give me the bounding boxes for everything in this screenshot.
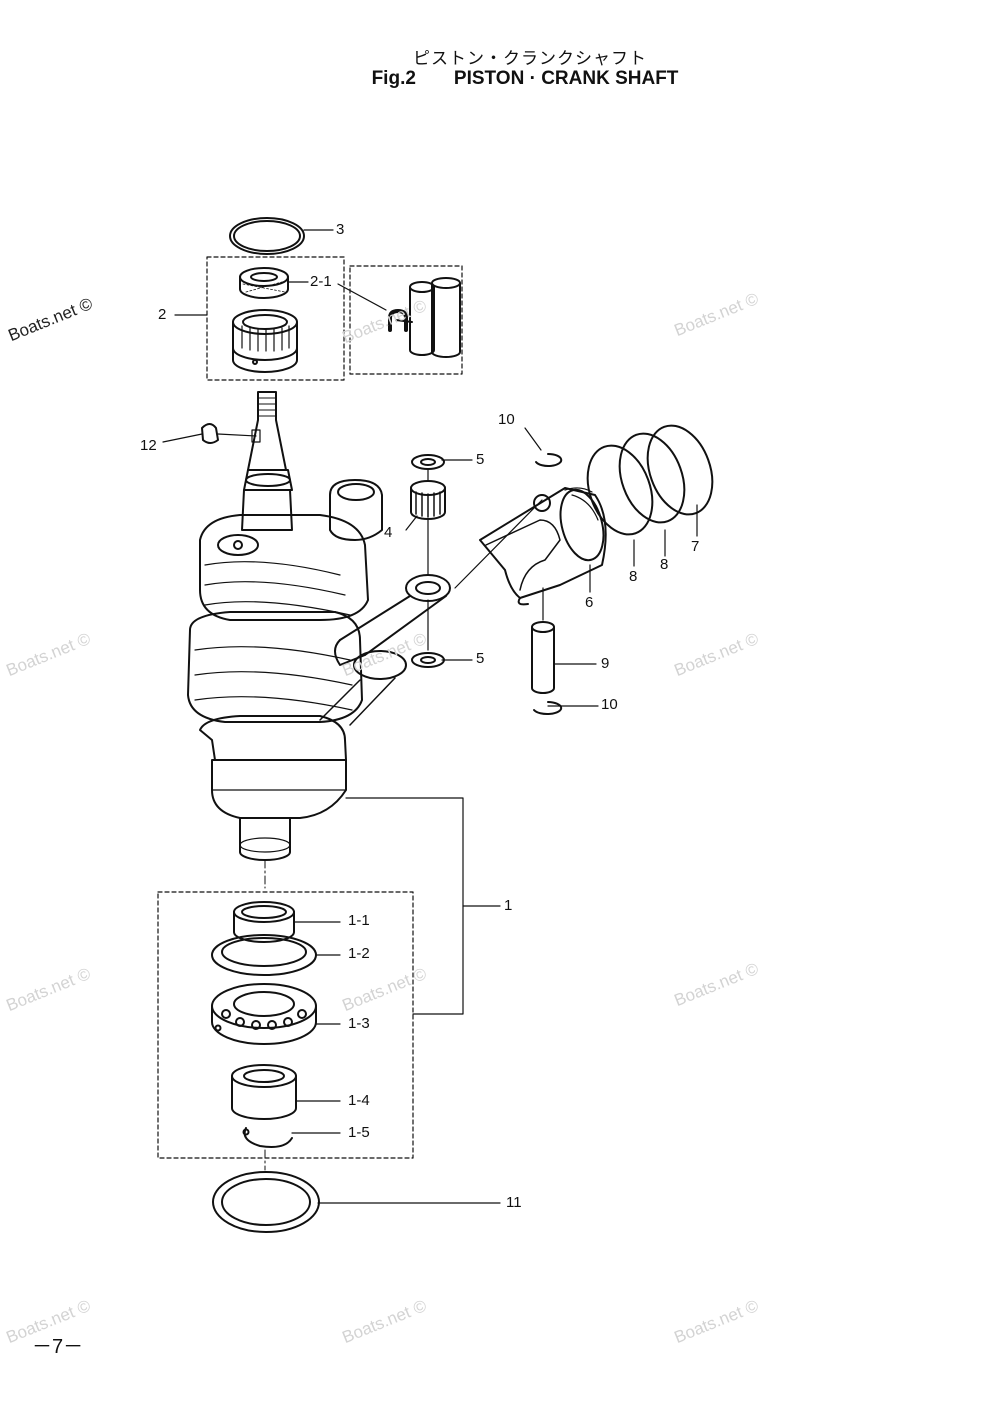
part-4-needle-bearing: [410, 480, 446, 520]
part-3-oring: [229, 217, 305, 255]
callout-10-upper: 10: [498, 411, 515, 428]
callout-1-5: 1-5: [348, 1124, 370, 1141]
part-5-washer-lower: [411, 652, 445, 668]
callout-1-3: 1-3: [348, 1015, 370, 1032]
figure-number: Fig.2: [371, 68, 416, 89]
callout-6: 6: [585, 594, 594, 611]
tool-inset: [388, 277, 461, 358]
part-10-clip-lower: [533, 701, 563, 715]
callout-4: 4: [384, 524, 393, 541]
callout-1: 1: [504, 897, 513, 914]
leader-lines: [162, 229, 698, 1204]
callout-1-2: 1-2: [348, 945, 370, 962]
part-1-5-snap-ring: [242, 1127, 293, 1148]
part-8-ring-a: [618, 432, 686, 524]
callout-12: 12: [140, 437, 157, 454]
part-10-clip-upper: [535, 452, 563, 467]
callout-1-4: 1-4: [348, 1092, 370, 1109]
part-6-piston: [479, 487, 607, 606]
callout-8-a: 8: [629, 568, 638, 585]
callout-8-b: 8: [660, 556, 669, 573]
part-7-ring: [646, 424, 714, 516]
part-11-washer: [212, 1171, 320, 1233]
callout-5-upper: 5: [476, 451, 485, 468]
part-8-ring-b: [586, 444, 654, 536]
figure-title: Fig.2 PISTON · CRANK SHAFT: [0, 68, 1000, 90]
part-12-key: [201, 423, 219, 444]
group-box-tool: [349, 265, 463, 375]
callout-10-lower: 10: [601, 696, 618, 713]
callout-7: 7: [691, 538, 700, 555]
callout-1-1: 1-1: [348, 912, 370, 929]
part-5-washer-upper: [411, 454, 445, 470]
callout-5-lower: 5: [476, 650, 485, 667]
callout-9: 9: [601, 655, 610, 672]
page-number: －7－: [32, 1336, 84, 1358]
callout-2-1: 2-1: [310, 273, 332, 290]
group-box-1: [157, 891, 414, 1159]
part-2-bearing: [232, 309, 298, 373]
part-1-4-roller-bearing: [231, 1064, 297, 1120]
group-box-2: [206, 256, 345, 381]
callout-3: 3: [336, 221, 345, 238]
figure-name: PISTON · CRANK SHAFT: [453, 68, 679, 89]
callout-11: 11: [506, 1194, 522, 1211]
part-connecting-rod: [319, 574, 451, 726]
title-japanese: ピストン・クランクシャフト: [413, 49, 647, 69]
part-2-1-oil-seal: [239, 267, 289, 299]
part-1-crankshaft: [187, 391, 383, 861]
part-9-piston-pin: [531, 621, 555, 694]
part-1-1-sleeve: [233, 901, 295, 943]
part-1-3-ball-bearing: [211, 983, 317, 1045]
callout-2: 2: [158, 306, 167, 323]
